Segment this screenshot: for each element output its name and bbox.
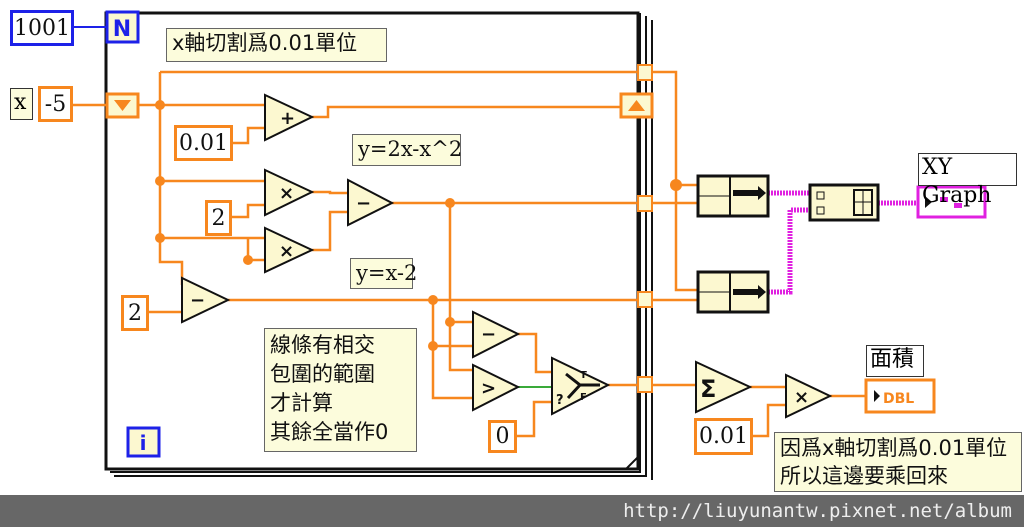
loop-tunnels	[637, 64, 653, 393]
multiply-comment: 因爲x軸切割爲0.01單位 所以這邊要乘回來	[774, 432, 1022, 492]
subtract-node-3[interactable]: −	[472, 310, 521, 359]
build-array-node[interactable]	[808, 183, 880, 222]
shift-register-right[interactable]	[619, 92, 654, 119]
multiply-node-2[interactable]: ×	[264, 226, 315, 274]
step-constant[interactable]: 0.01	[174, 125, 233, 161]
subtract-node-1[interactable]: −	[347, 178, 395, 227]
shift-register-left[interactable]	[105, 92, 140, 119]
svg-text:>: >	[481, 378, 496, 399]
area-indicator-terminal[interactable]: DBL	[864, 378, 936, 414]
watermark-banner: http://liuyunantw.pixnet.net/album	[0, 495, 1024, 527]
svg-text:−: −	[356, 193, 371, 214]
subtract-node-2[interactable]: −	[181, 276, 231, 324]
svg-text:×: ×	[279, 183, 294, 204]
select-node[interactable]: ? T F	[551, 356, 611, 416]
multiply-node-1[interactable]: ×	[264, 168, 315, 217]
curve2-comment: y=x-2	[350, 258, 417, 289]
bundle-node-2[interactable]	[696, 270, 770, 314]
cluster-wires	[768, 190, 918, 295]
svg-text:?: ?	[556, 393, 564, 408]
svg-text:−: −	[481, 324, 496, 345]
svg-text:−: −	[190, 290, 205, 311]
x-label: x	[10, 88, 33, 120]
greater-node[interactable]: >	[472, 363, 521, 412]
loop-count-terminal: N	[105, 10, 140, 44]
svg-text:×: ×	[794, 387, 809, 408]
curve1-comment: y=2x-x^2	[352, 134, 462, 166]
svg-text:F: F	[580, 392, 587, 403]
svg-text:N: N	[113, 17, 131, 42]
x-initial-constant[interactable]: -5	[38, 86, 73, 122]
loop-iteration-terminal: i	[126, 426, 161, 458]
svg-text:DBL: DBL	[883, 391, 914, 407]
step-comment: x軸切割爲0.01單位	[166, 28, 387, 62]
for-loop-frame[interactable]	[104, 11, 653, 480]
xy-graph-label: XY Graph	[918, 153, 1017, 208]
zero-constant[interactable]: 0	[488, 420, 517, 453]
add-node[interactable]: +	[264, 93, 315, 142]
area-label: 面積	[866, 345, 924, 377]
scale-constant[interactable]: 0.01	[694, 418, 753, 455]
sum-node[interactable]: Σ	[695, 360, 753, 414]
svg-text:×: ×	[279, 241, 294, 262]
two-constant-a[interactable]: 2	[205, 200, 232, 236]
wire-junctions	[155, 100, 682, 351]
svg-text:+: +	[280, 108, 295, 129]
intersect-comment: 線條有相交 包圍的範圍 才計算 其餘全當作0	[264, 328, 417, 452]
multiply-node-3[interactable]: ×	[785, 373, 833, 419]
two-constant-b[interactable]: 2	[121, 295, 149, 331]
loop-count-constant[interactable]: 1001	[10, 10, 74, 46]
xy-graph-terminal[interactable]	[916, 185, 987, 219]
svg-text:i: i	[140, 431, 147, 455]
bundle-node-1[interactable]	[696, 174, 770, 218]
svg-text:T: T	[580, 370, 587, 381]
svg-text:Σ: Σ	[700, 375, 716, 403]
